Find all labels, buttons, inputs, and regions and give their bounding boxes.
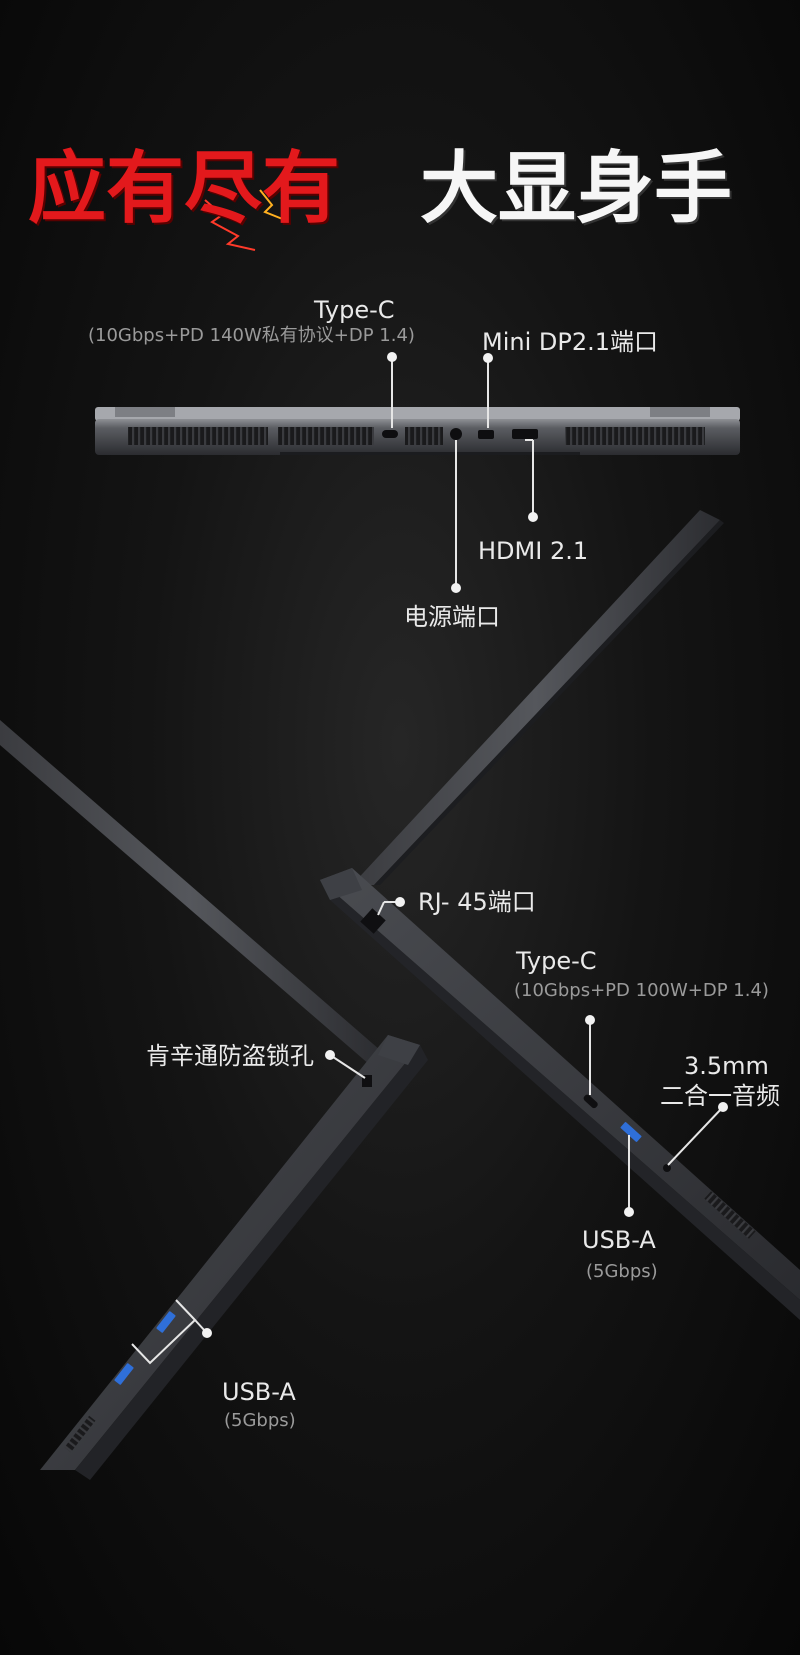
right-type-c-port <box>583 1094 598 1109</box>
rear-power-port <box>450 428 462 440</box>
left-usb-a-label: USB-A <box>222 1378 296 1406</box>
right-usb-a-label: USB-A <box>582 1226 656 1254</box>
rj45-label: RJ- 45端口 <box>418 888 536 916</box>
leader-dot <box>387 352 397 362</box>
kensington-lock-label: 肯辛通防盗锁孔 <box>146 1042 314 1070</box>
headline-right: 大显身手 <box>420 144 733 234</box>
hdmi-label: HDMI 2.1 <box>478 537 589 565</box>
lightning-icon <box>204 199 256 251</box>
rear-mini-dp-port <box>478 430 494 439</box>
audio-jack <box>663 1164 671 1172</box>
rear-type-c-label: Type-C <box>314 296 395 324</box>
right-type-c-label: Type-C <box>516 947 597 975</box>
audio-label-line1: 3.5mm <box>684 1052 769 1080</box>
rear-hdmi-port <box>512 429 538 439</box>
rear-type-c-spec: (10Gbps+PD 140W私有协议+DP 1.4) <box>88 325 415 346</box>
rear-type-c-port <box>382 430 398 438</box>
headline-left: 应有尽有 <box>28 144 341 234</box>
right-type-c-spec: (10Gbps+PD 100W+DP 1.4) <box>514 980 769 1001</box>
right-usb-a-port <box>620 1122 642 1142</box>
power-port-label: 电源端口 <box>404 603 500 631</box>
right-usb-a-spec: (5Gbps) <box>586 1261 658 1282</box>
left-usb-a-spec: (5Gbps) <box>224 1410 296 1431</box>
left-usb-a-port-2 <box>114 1363 134 1385</box>
mini-dp-label: Mini DP2.1端口 <box>482 328 659 356</box>
rear-view-laptop <box>95 407 740 455</box>
rj45-port <box>360 908 386 934</box>
audio-label-line2: 二合一音频 <box>660 1082 780 1110</box>
left-usb-a-port-1 <box>156 1311 176 1333</box>
right-side-laptop <box>320 510 800 1320</box>
left-side-laptop <box>0 720 428 1480</box>
kensington-lock-slot <box>362 1075 372 1087</box>
